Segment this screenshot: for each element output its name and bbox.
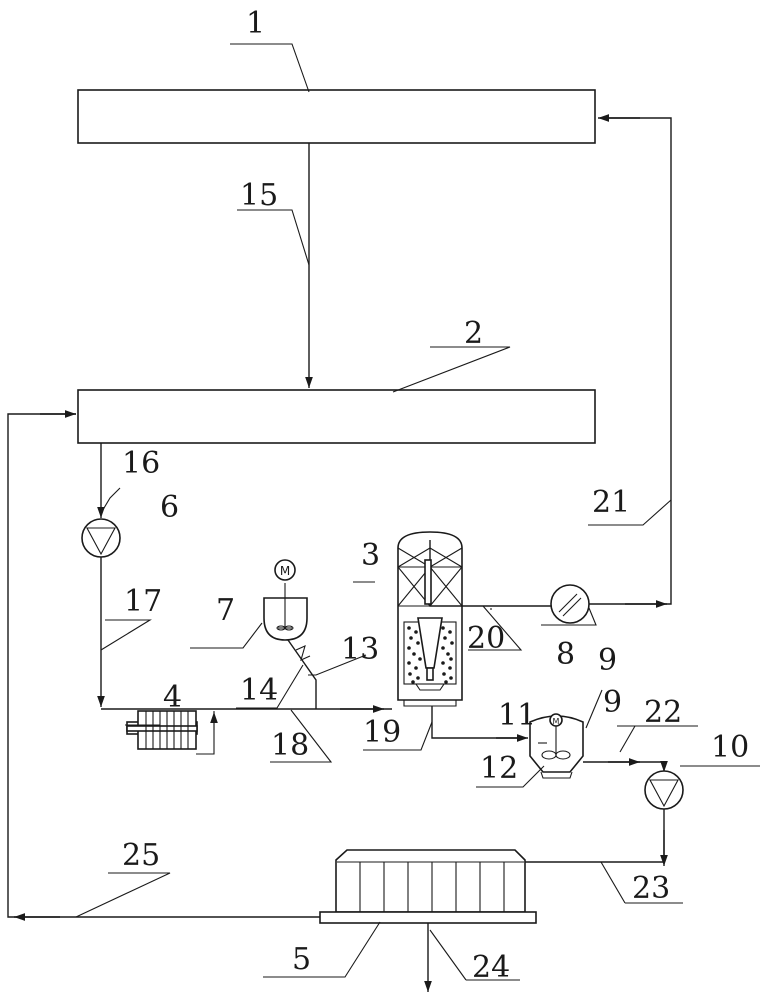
label-9a: 9 <box>598 643 617 678</box>
stream-22-line <box>583 761 665 768</box>
stream-21-line <box>589 117 672 605</box>
heater-8 <box>550 584 590 624</box>
motor-7 <box>274 559 296 581</box>
label-2: 2 <box>464 316 483 351</box>
label-15: 15 <box>240 178 278 213</box>
stream-19-line <box>431 706 520 739</box>
label-4: 4 <box>163 680 182 715</box>
label-21: 21 <box>592 485 630 520</box>
unit-1 <box>77 89 596 144</box>
label-6: 6 <box>160 490 179 525</box>
label-24: 24 <box>472 950 510 985</box>
filter-press-5 <box>319 849 537 924</box>
motor-11-label: M <box>553 717 560 726</box>
label-13: 13 <box>341 632 379 667</box>
stream-13-line <box>287 639 317 709</box>
unit-2 <box>77 389 596 444</box>
pump-6 <box>81 518 121 558</box>
label-16: 16 <box>122 446 160 481</box>
label-12: 12 <box>480 751 518 786</box>
label-8: 8 <box>556 637 575 672</box>
label-5: 5 <box>292 942 311 977</box>
dosing-tank-7: M <box>263 559 308 641</box>
motor-11 <box>549 713 563 727</box>
motor-7-label: M <box>280 564 290 578</box>
label-19: 19 <box>363 715 401 750</box>
valve-14 <box>295 645 311 661</box>
label-25: 25 <box>122 838 160 873</box>
heat-exchanger-4 <box>126 710 198 750</box>
label-3: 3 <box>361 538 380 573</box>
label-23: 23 <box>632 871 670 906</box>
leader-lines <box>75 43 760 981</box>
tank-9: M <box>529 713 584 779</box>
stream-23-line <box>524 809 665 863</box>
label-1: 1 <box>246 6 265 41</box>
label-7: 7 <box>216 593 235 628</box>
label-11: 11 <box>498 698 536 733</box>
label-9b: 9 <box>603 685 622 720</box>
heat-exchanger-4-bypass <box>196 711 215 755</box>
label-18: 18 <box>271 728 309 763</box>
label-20: 20 <box>467 621 505 656</box>
pump-10 <box>644 770 684 810</box>
label-22: 22 <box>644 695 682 730</box>
label-17: 17 <box>124 584 162 619</box>
label-10: 10 <box>711 730 749 765</box>
reactor-3 <box>397 531 463 707</box>
label-14: 14 <box>240 673 278 708</box>
